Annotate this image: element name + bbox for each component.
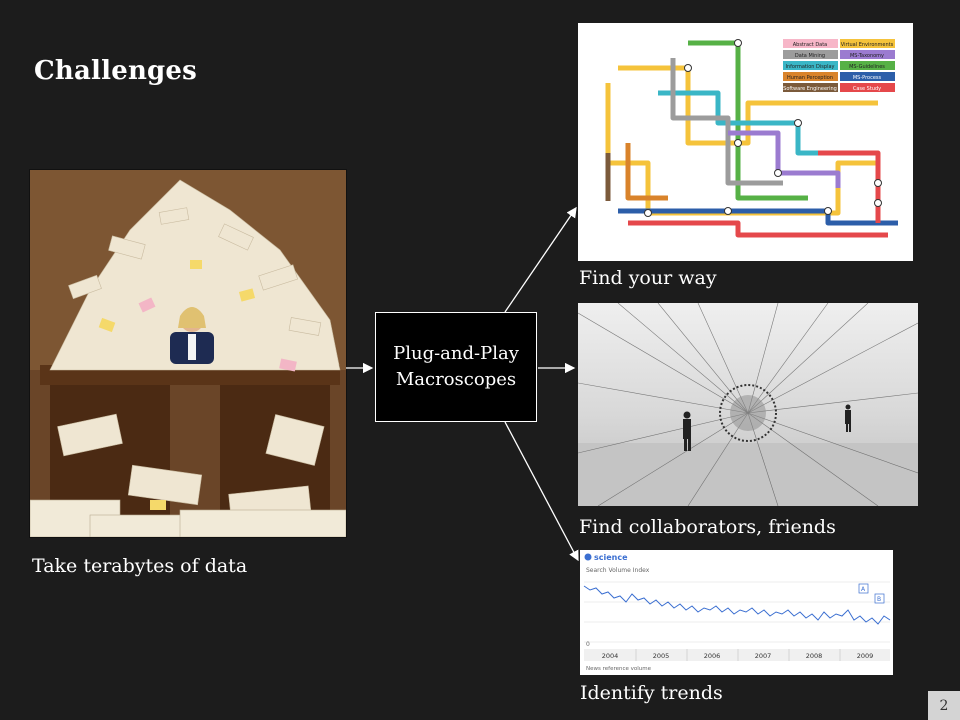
svg-text:2009: 2009 bbox=[857, 652, 874, 660]
svg-text:MS-Guidelines: MS-Guidelines bbox=[849, 64, 885, 70]
svg-text:MS-Process: MS-Process bbox=[853, 75, 882, 81]
svg-text:Case Study: Case Study bbox=[853, 86, 881, 92]
series-dot-icon bbox=[584, 553, 592, 561]
caption-take-data: Take terabytes of data bbox=[32, 555, 248, 577]
arrow-to-find-way bbox=[504, 206, 577, 313]
svg-text:science: science bbox=[594, 553, 628, 562]
arrow-to-trends bbox=[504, 421, 579, 562]
svg-text:Search Volume Index: Search Volume Index bbox=[586, 567, 650, 574]
svg-text:Virtual Environments: Virtual Environments bbox=[841, 42, 894, 48]
caption-identify-trends: Identify trends bbox=[580, 682, 723, 704]
svg-text:2008: 2008 bbox=[806, 652, 823, 660]
svg-text:2006: 2006 bbox=[704, 652, 721, 660]
svg-text:Human Perception: Human Perception bbox=[787, 75, 833, 81]
svg-text:B: B bbox=[877, 596, 881, 603]
caption-find-collaborators: Find collaborators, friends bbox=[579, 516, 836, 538]
network-installation-image bbox=[578, 303, 918, 506]
installation-strings bbox=[578, 303, 918, 506]
slide-title: Challenges bbox=[34, 56, 198, 86]
macroscopes-line1: Plug-and-Play bbox=[393, 343, 519, 364]
svg-text:Information Display: Information Display bbox=[786, 64, 835, 70]
svg-text:0: 0 bbox=[586, 641, 590, 648]
metro-map-illustration: Abstract Data Virtual Environments Data … bbox=[578, 23, 913, 261]
network-installation-illustration bbox=[578, 303, 918, 506]
macroscopes-box: Plug-and-Play Macroscopes bbox=[375, 312, 537, 422]
paper-pile-illustration bbox=[30, 170, 346, 537]
svg-text:Abstract Data: Abstract Data bbox=[793, 42, 828, 48]
paper-pile-photo bbox=[29, 169, 347, 538]
trends-illustration: science Search Volume Index A B 0 2004 2… bbox=[580, 550, 893, 675]
macroscopes-line2: Macroscopes bbox=[395, 369, 517, 390]
svg-text:2007: 2007 bbox=[755, 652, 772, 660]
caption-find-way: Find your way bbox=[579, 267, 717, 289]
svg-text:News reference volume: News reference volume bbox=[586, 666, 652, 672]
svg-text:Software Engineering: Software Engineering bbox=[783, 86, 837, 92]
page-number: 2 bbox=[928, 691, 960, 720]
svg-text:2005: 2005 bbox=[653, 652, 670, 660]
metro-map-image: Abstract Data Virtual Environments Data … bbox=[578, 23, 913, 261]
svg-text:2004: 2004 bbox=[602, 652, 619, 660]
svg-text:Data Mining: Data Mining bbox=[795, 53, 825, 59]
svg-text:MS-Taxonomy: MS-Taxonomy bbox=[850, 53, 884, 59]
metro-legend: Abstract Data Virtual Environments Data … bbox=[783, 39, 895, 92]
svg-text:A: A bbox=[861, 586, 866, 593]
trends-chart-image: science Search Volume Index A B 0 2004 2… bbox=[580, 550, 893, 675]
